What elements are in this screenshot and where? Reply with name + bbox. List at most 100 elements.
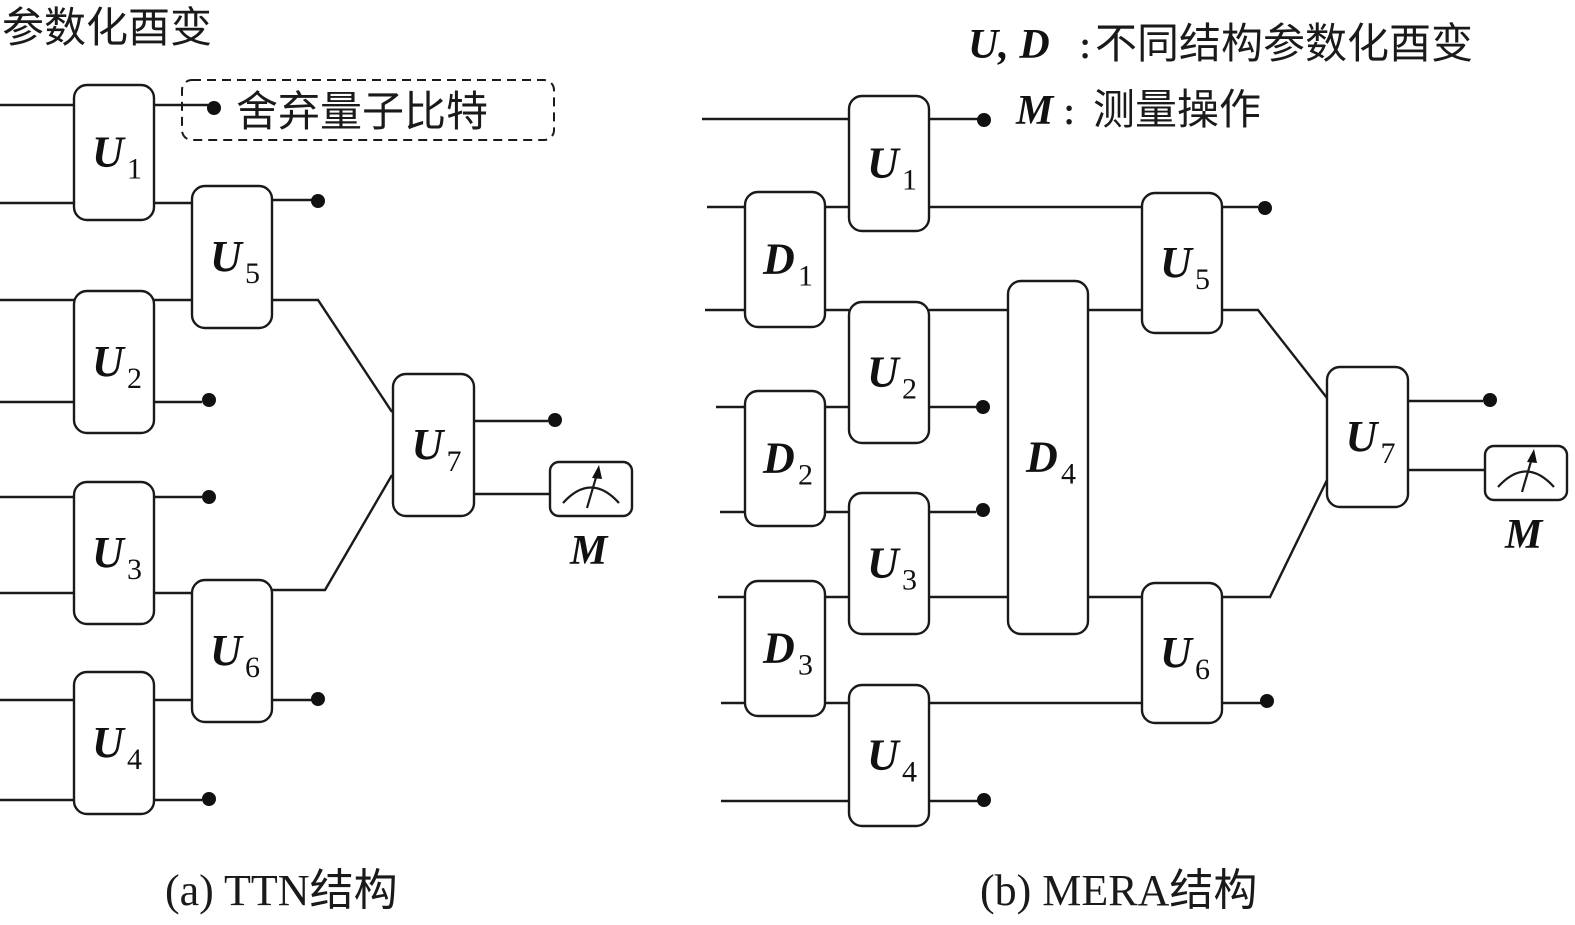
- meter-arrowhead: [592, 465, 602, 479]
- title-parameterized-unitary: 参数化酉变: [2, 3, 212, 52]
- meter-arc: [562, 486, 620, 504]
- discard-dot: [1483, 393, 1497, 407]
- gate-label: U: [867, 139, 901, 188]
- discard-dot: [977, 113, 991, 127]
- gate-box: [743, 190, 827, 329]
- gate-box: [1006, 279, 1090, 636]
- gate-subscript: 4: [1061, 458, 1076, 491]
- gate-box: [743, 389, 827, 528]
- caption-ttn: (a) TTN结构: [165, 866, 398, 915]
- discard-dot: [202, 792, 216, 806]
- measure-label: M: [1504, 512, 1544, 558]
- gate-subscript: 4: [127, 743, 142, 776]
- gate-box: [847, 491, 931, 636]
- discard-dot: [202, 490, 216, 504]
- gate-subscript: 1: [798, 260, 813, 293]
- gate-box: [1140, 191, 1224, 335]
- discard-dots: [202, 101, 1497, 807]
- gate-label: U: [1160, 238, 1194, 287]
- gate-label: U: [867, 731, 901, 780]
- gate-label: U: [210, 232, 244, 281]
- discard-dot: [207, 101, 221, 115]
- discard-dot: [202, 393, 216, 407]
- meter-box: [548, 460, 634, 518]
- gate-box: [72, 83, 156, 222]
- legend: U, D : 不同结构参数化酉变 M : 测量操作: [968, 19, 1473, 134]
- gate-subscript: 3: [127, 553, 142, 586]
- gate-subscript: 1: [127, 153, 142, 186]
- discard-qubit-annotation: 舍弃量子比特: [181, 79, 555, 141]
- legend-colon-1: :: [1078, 19, 1092, 68]
- gate-label: U: [92, 337, 126, 386]
- legend-symbol-m: M: [1015, 88, 1055, 134]
- gate-box: [72, 670, 156, 816]
- gate-label: U: [1160, 628, 1194, 677]
- gate-label: D: [762, 434, 795, 483]
- gate-subscript: 2: [798, 459, 813, 492]
- gate-label: D: [762, 624, 795, 673]
- gate-box: [847, 300, 931, 445]
- meter-arrowhead: [1527, 449, 1537, 463]
- gate-subscript: 6: [1195, 653, 1210, 686]
- gate-box: [190, 578, 274, 724]
- gate-label: D: [1025, 433, 1058, 482]
- discard-dot: [1260, 694, 1274, 708]
- gate-box: [190, 184, 274, 330]
- meter-box: [1483, 444, 1569, 502]
- legend-colon-2: :: [1062, 85, 1076, 134]
- discard-dashed-box: [181, 79, 555, 141]
- gate-box: [72, 480, 156, 626]
- gate-subscript: 2: [127, 362, 142, 395]
- meter-needle: [1520, 457, 1534, 493]
- discard-label: 舍弃量子比特: [236, 87, 488, 136]
- gate-subscript: 7: [447, 445, 462, 478]
- gate-box: [72, 289, 156, 435]
- gate-subscript: 6: [245, 651, 260, 684]
- gate-label: U: [867, 348, 901, 397]
- discard-dot: [977, 793, 991, 807]
- wire: [1222, 479, 1329, 599]
- gate-label: U: [92, 128, 126, 177]
- gate-box: [847, 683, 931, 828]
- gate-subscript: 3: [902, 564, 917, 597]
- gate-label: U: [1346, 412, 1380, 461]
- gate-box: [1325, 365, 1410, 509]
- gate-label: U: [92, 718, 126, 767]
- legend-text-m: 测量操作: [1093, 85, 1261, 134]
- gate-subscript: 7: [1381, 437, 1396, 470]
- gate-box: [1140, 581, 1224, 725]
- gate-label: U: [210, 626, 244, 675]
- measurement-meter-icon: M: [1483, 444, 1569, 558]
- gate-subscript: 2: [902, 373, 917, 406]
- meter-needle: [585, 473, 599, 509]
- discard-dot: [548, 413, 562, 427]
- gate-box: [391, 372, 476, 518]
- gate-box: [847, 94, 931, 233]
- discard-dot: [311, 194, 325, 208]
- gate-label: U: [867, 539, 901, 588]
- gate-subscript: 5: [245, 257, 260, 290]
- gate-box: [743, 579, 827, 718]
- measure-label: M: [569, 528, 609, 574]
- wire: [1222, 308, 1328, 399]
- gate-subscript: 4: [902, 756, 917, 789]
- discard-dot: [1258, 201, 1272, 215]
- discard-dot: [311, 692, 325, 706]
- wire: [272, 298, 394, 413]
- wire: [272, 474, 394, 592]
